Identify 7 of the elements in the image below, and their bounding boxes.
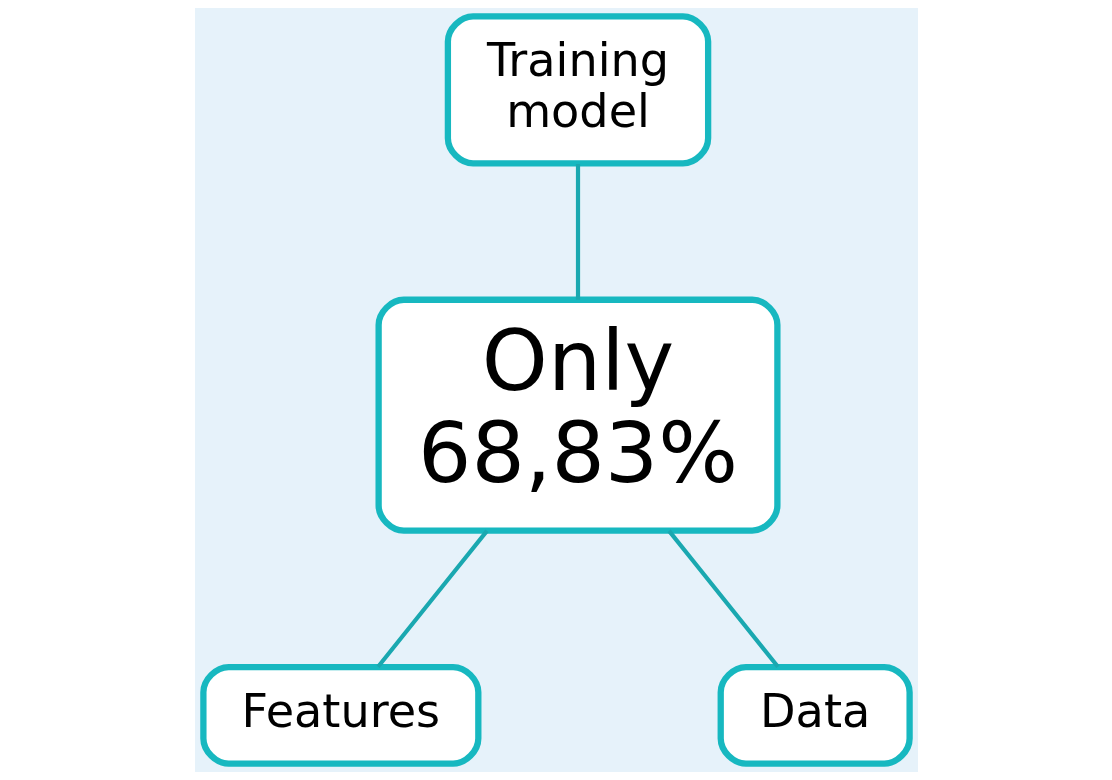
node-box: Training model [444, 13, 711, 167]
connector [666, 529, 780, 669]
node-box: Features [199, 663, 481, 767]
node-box: Data [717, 663, 913, 767]
connector [575, 164, 580, 300]
connector [375, 529, 489, 669]
node-box: Only 68,83% [375, 296, 781, 534]
